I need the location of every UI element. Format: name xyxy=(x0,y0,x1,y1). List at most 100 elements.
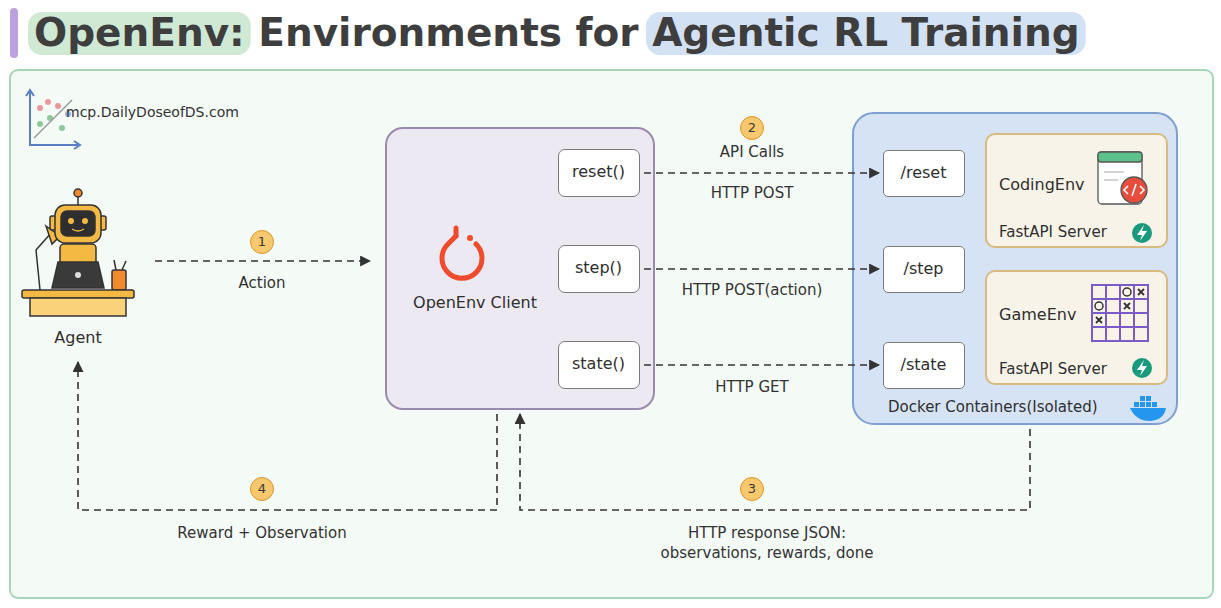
robot-body xyxy=(60,244,96,266)
dashed-connector xyxy=(644,364,879,366)
callout-number: 3 xyxy=(740,477,764,501)
container xyxy=(1140,396,1145,401)
dashed-connector xyxy=(78,362,497,510)
window-bar xyxy=(1098,152,1142,162)
edge-label: Action xyxy=(182,274,342,294)
logo-dot xyxy=(467,235,473,241)
node-label: /step xyxy=(884,259,963,279)
robot-face xyxy=(61,211,95,236)
dashed-connector xyxy=(520,414,1030,510)
badge-circle xyxy=(1132,358,1152,378)
code-brackets xyxy=(1124,184,1144,196)
robot-eye xyxy=(82,218,88,224)
pencil xyxy=(122,261,126,270)
docker-whale-icon xyxy=(1130,396,1166,421)
endpoint-box: /state xyxy=(883,342,965,389)
method-button: reset() xyxy=(558,149,640,197)
grid-lines xyxy=(1092,285,1148,341)
node-label: CodingEnv xyxy=(999,175,1099,195)
grid-border xyxy=(1092,285,1148,341)
endpoint-box: /reset xyxy=(883,150,965,197)
fastapi-badge xyxy=(1132,358,1152,378)
code-line xyxy=(1104,179,1118,180)
pencil-cup xyxy=(112,270,126,290)
fastapi-badge xyxy=(1132,223,1152,243)
dashed-connector xyxy=(644,268,879,270)
lamp-arm xyxy=(36,232,52,290)
dot xyxy=(59,125,65,131)
callout-number: 1 xyxy=(250,230,274,254)
node-label: reset() xyxy=(559,162,638,182)
logo-arc xyxy=(442,236,482,278)
agent-robot xyxy=(22,189,134,316)
docker-container-box: Docker Containers(Isolated) /reset/step/s… xyxy=(852,112,1178,425)
window xyxy=(1098,152,1142,204)
node-label: /reset xyxy=(884,163,963,183)
robot-smile xyxy=(72,229,84,231)
edge-label: HTTP POST(action) xyxy=(652,281,852,301)
container xyxy=(1152,402,1157,407)
title-bar xyxy=(10,8,18,58)
environment-box: GameEnvFastAPI Server xyxy=(985,270,1168,385)
node-sublabel: FastAPI Server xyxy=(999,360,1139,379)
robot-ear xyxy=(50,216,56,230)
agent-figure: Agent xyxy=(8,188,148,358)
edge-label: HTTP POST xyxy=(652,184,852,204)
dot xyxy=(45,99,51,105)
edge-label: HTTP response JSON: observations, reward… xyxy=(647,524,887,563)
antenna-tip xyxy=(74,189,82,197)
dot xyxy=(47,115,53,121)
node-label: step() xyxy=(559,258,638,278)
edge-label: Reward + Observation xyxy=(152,524,372,544)
edge-label: HTTP GET xyxy=(652,378,852,398)
step-label: API Calls xyxy=(682,143,822,163)
lamp-head xyxy=(46,226,60,244)
client-box: OpenEnv Client reset() step() state() xyxy=(385,127,655,410)
node-label: state() xyxy=(559,354,638,374)
code-line xyxy=(1104,171,1124,172)
node-label: Agent xyxy=(8,328,148,348)
title: OpenEnv: Environments for Agentic RL Tra… xyxy=(34,10,1214,57)
logo-flame xyxy=(454,228,459,236)
whale-body xyxy=(1130,408,1166,421)
container xyxy=(1146,402,1151,407)
game-grid-icon xyxy=(1092,285,1148,341)
container xyxy=(1146,396,1151,401)
robot-ear xyxy=(100,216,106,230)
laptop-logo xyxy=(75,272,81,278)
code-badge xyxy=(1121,177,1147,203)
node-label: GameEnv xyxy=(999,305,1099,325)
openenv-logo xyxy=(442,228,482,278)
grid-o xyxy=(1095,302,1103,310)
code-window-icon xyxy=(1098,152,1147,204)
node-sublabel: FastAPI Server xyxy=(999,223,1139,242)
method-button: state() xyxy=(558,341,640,389)
badge-circle xyxy=(1132,223,1152,243)
desk-front xyxy=(30,298,126,316)
outer-frame xyxy=(10,70,1213,598)
antenna xyxy=(77,196,79,206)
grid-o xyxy=(1123,288,1131,296)
badge-bolt xyxy=(1137,225,1147,241)
dot xyxy=(37,105,43,111)
node-label: Docker Containers(Isolated) xyxy=(888,398,1132,417)
desk-top xyxy=(22,290,134,298)
grid-x xyxy=(1096,289,1144,323)
dashed-connector xyxy=(155,260,370,262)
environment-box: CodingEnvFastAPI Server xyxy=(985,133,1168,248)
container xyxy=(1134,402,1139,407)
callout-number: 2 xyxy=(740,116,764,140)
laptop xyxy=(52,262,104,288)
robot-eye xyxy=(68,218,74,224)
endpoint-box: /step xyxy=(883,246,965,293)
watermark: mcp.DailyDoseofDS.com xyxy=(66,103,306,121)
dashed-connector xyxy=(644,172,879,174)
method-button: step() xyxy=(558,245,640,293)
dot xyxy=(37,121,43,127)
node-label: OpenEnv Client xyxy=(395,293,555,313)
callout-number: 4 xyxy=(250,477,274,501)
robot-head xyxy=(55,205,101,243)
badge-bolt xyxy=(1137,360,1147,376)
